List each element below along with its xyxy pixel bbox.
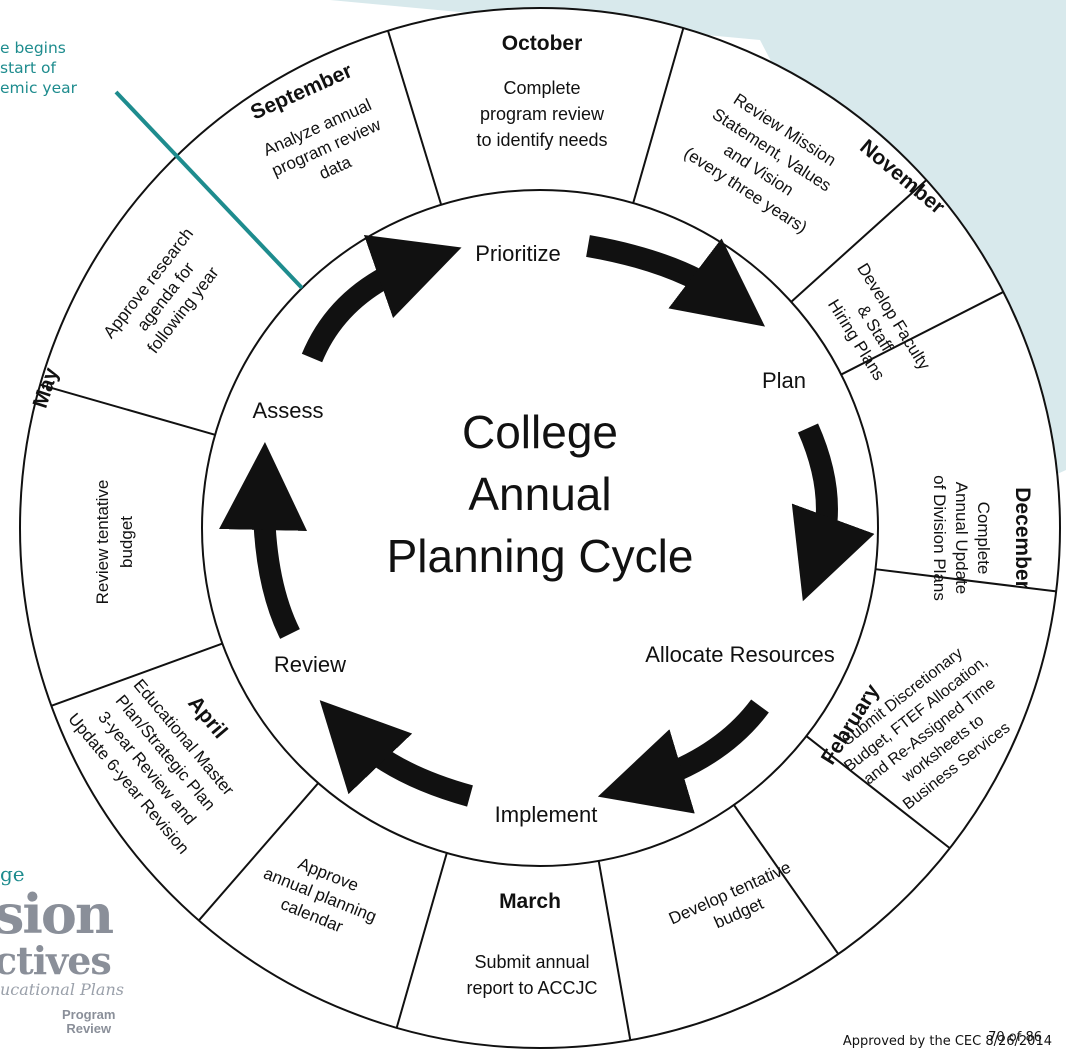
- step-implement: Implement: [495, 802, 598, 827]
- segment-divider: [39, 383, 216, 436]
- arrow-prioritize-plan: [586, 235, 766, 327]
- month-march: March: [499, 890, 561, 913]
- segment-dividers: [39, 27, 1057, 1041]
- callout-line-2: start of: [0, 59, 56, 77]
- center-title-line-2: Annual: [468, 468, 611, 520]
- arrow-allocate-implement: [597, 699, 769, 814]
- callout-line-3: emic year: [0, 79, 77, 97]
- segment-divider: [875, 568, 1057, 593]
- segment-divider: [733, 804, 840, 955]
- step-allocate-resources: Allocate Resources: [645, 642, 835, 667]
- cycle-arrows: [219, 235, 875, 814]
- svg-text:of Division Plans: of Division Plans: [930, 475, 949, 601]
- callout-text: e begins start of emic year: [0, 38, 130, 98]
- segment-divider: [805, 735, 951, 849]
- svg-text:program review: program review: [480, 104, 605, 124]
- step-prioritize: Prioritize: [475, 241, 561, 266]
- segment-review-budget: Review tentative budget: [93, 480, 136, 605]
- arrow-plan-allocate: [791, 423, 875, 602]
- segment-divider: [790, 179, 928, 303]
- segment-march: March Submit annual report to ACCJC: [466, 890, 597, 998]
- step-plan: Plan: [762, 368, 806, 393]
- center-title-line-1: College: [462, 406, 618, 458]
- svg-text:report to ACCJC: report to ACCJC: [466, 978, 597, 998]
- svg-text:to identify needs: to identify needs: [476, 130, 607, 150]
- step-assess: Assess: [253, 398, 324, 423]
- segment-divider: [198, 782, 320, 922]
- page-number: 70 of 86: [988, 1030, 1042, 1045]
- svg-text:Review tentative: Review tentative: [93, 480, 112, 605]
- segment-october: October Complete program review to ident…: [476, 32, 607, 150]
- arrow-review-assess: [219, 442, 308, 639]
- step-review: Review: [274, 652, 346, 677]
- segment-december: December Complete Annual Update of Divis…: [930, 475, 1034, 601]
- segment-divider: [840, 291, 1004, 376]
- month-october: October: [502, 32, 583, 55]
- callout-leader-line: [114, 90, 304, 290]
- arrow-implement-review: [319, 700, 473, 807]
- svg-text:Complete: Complete: [974, 502, 993, 575]
- center-title-line-3: Planning Cycle: [387, 530, 694, 582]
- svg-text:Annual Update: Annual Update: [952, 482, 971, 594]
- segment-divider: [395, 852, 448, 1029]
- arrow-assess-prioritize: [301, 235, 462, 363]
- month-december: December: [1011, 487, 1034, 589]
- center-title: College Annual Planning Cycle: [387, 406, 694, 582]
- callout-line-1: e begins: [0, 39, 66, 57]
- segment-divider: [51, 642, 223, 707]
- svg-text:Complete: Complete: [503, 78, 580, 98]
- inner-ring: [201, 189, 879, 867]
- segment-divider: [632, 27, 685, 204]
- segment-divider: [387, 30, 443, 206]
- approval-note: Approved by the CEC 8/26/2014: [842, 1034, 1052, 1049]
- segment-divider: [597, 860, 632, 1041]
- svg-text:Submit annual: Submit annual: [474, 952, 589, 972]
- svg-text:budget: budget: [117, 516, 136, 568]
